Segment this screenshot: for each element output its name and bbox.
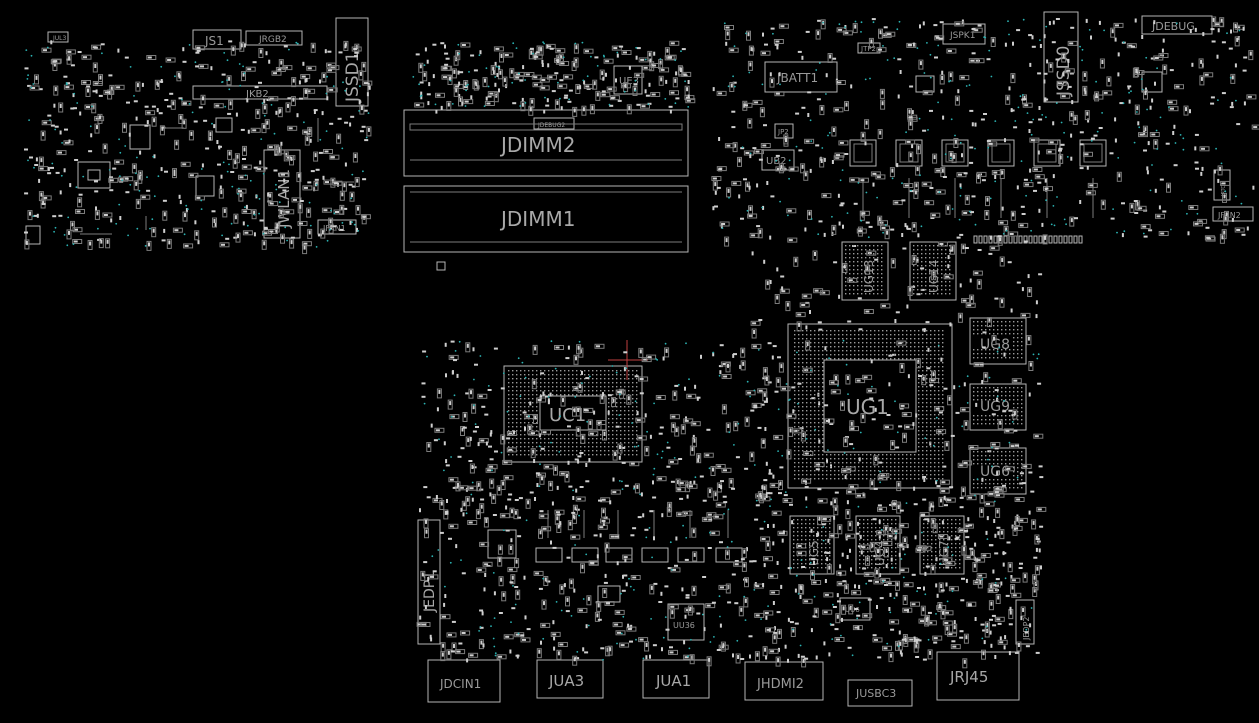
ug6-label: UG6 — [980, 464, 1010, 480]
gpu-region: UG13 UG14 UG8 UG9 UG6 UG1 UG5 UG4 UG7 — [508, 240, 1047, 663]
jdebug-label: JDEBUG — [1151, 20, 1195, 33]
jrj45-label: JRJ45 — [949, 668, 988, 686]
jtp2-label: JTP2 — [860, 45, 876, 53]
jdcin1-label: JDCIN1 — [439, 677, 481, 691]
jrgb2-label: JRGB2 — [258, 35, 287, 45]
jdebug2-label: JDEBUG2 — [537, 122, 565, 129]
jwlan1-label: JWLAN1 — [275, 169, 293, 229]
jedp1-label: JEDP1 — [422, 571, 438, 613]
ug1-label: UG1 — [846, 395, 889, 419]
jua3-label: JUA3 — [548, 672, 584, 690]
jkb2-label: JKB2 — [245, 89, 269, 100]
top-right-region: JTP2 JSPK1 JSSD0 JDEBUG JBATT1 JP2 UB2 J… — [711, 11, 1259, 247]
via-field — [25, 18, 1243, 661]
top-left-region: JUL3 JS1 JRGB2 JSSD1 JKB2 JWLAN1 JFAN1 — [24, 17, 373, 255]
jdimm2-label: JDIMM2 — [499, 133, 575, 157]
bottom-region: JEDP1 JEDP2 JDCIN1 JUA3 JUA1 JHDMI2 JUSB… — [416, 478, 1044, 707]
jua1-label: JUA1 — [655, 672, 691, 690]
js1-label: JS1 — [204, 34, 224, 48]
jp2-label: JP2 — [777, 128, 789, 136]
jusbc3-label: JUSBC3 — [855, 687, 896, 700]
uc1-package — [503, 365, 643, 463]
ug9-label: UG9 — [980, 399, 1010, 415]
jbatt1-label: JBATT1 — [776, 71, 818, 85]
jul3-label: JUL3 — [52, 35, 67, 42]
dimm-region: JDEBUG2 UE3 JDIMM2 JDIMM1 — [403, 40, 696, 271]
jssd1-label: JSSD1 — [343, 51, 363, 103]
ue3-label: UE3 — [619, 76, 639, 87]
jfan1-label: JFAN1 — [322, 224, 346, 233]
cpu-region: UC1 — [421, 340, 784, 503]
ug14-label: UG14 — [927, 260, 941, 293]
uu6-label: UU6 — [845, 606, 860, 614]
jdimm2-slot — [403, 109, 689, 177]
ug13-label: UG13 — [862, 260, 876, 293]
jhdmi2-label: JHDMI2 — [756, 677, 804, 692]
jdimm1-label: JDIMM1 — [499, 207, 575, 231]
uu36-label: UU36 — [673, 621, 695, 630]
jrtc1-label: JRTC1 — [1221, 182, 1227, 197]
jdimm1-slot — [403, 185, 689, 253]
jedp2-label: JEDP2 — [1022, 617, 1031, 642]
jspk1-label: JSPK1 — [949, 31, 975, 41]
